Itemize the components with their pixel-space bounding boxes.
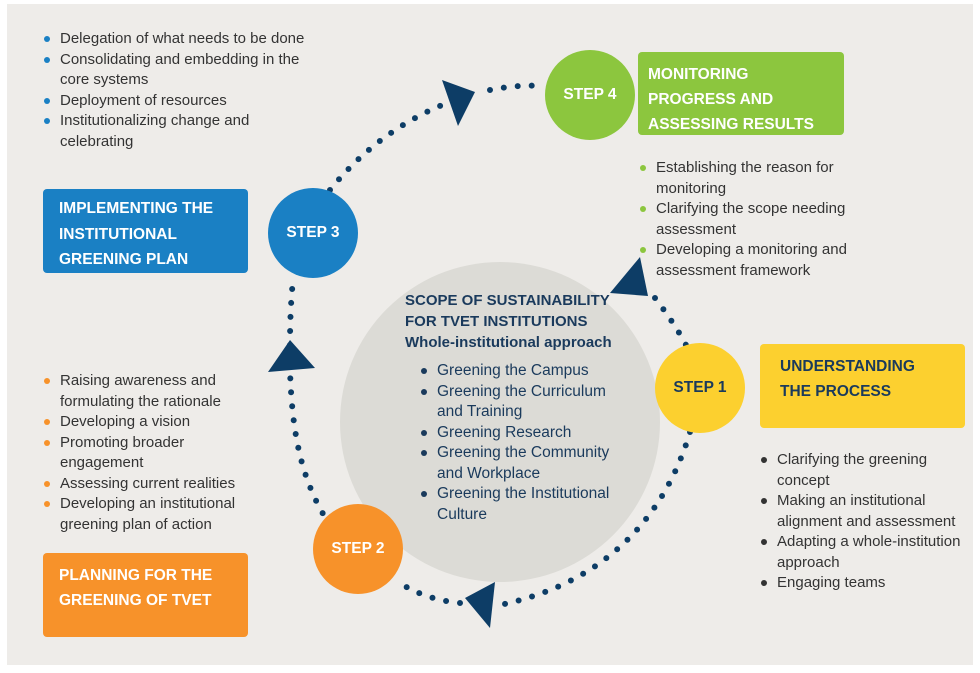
list-item: Deployment of resources [43, 91, 318, 112]
step-4-title-box: MONITORING PROGRESS AND ASSESSING RESULT… [638, 52, 844, 135]
core-circle [340, 262, 660, 582]
step-2-title-box: PLANNING FOR THE GREENING OF TVET [43, 553, 248, 637]
list-item: Developing a monitoring and assessment f… [639, 240, 869, 281]
list-item: Promoting broader engagement [43, 433, 263, 474]
list-item: Clarifying the scope needing assessment [639, 199, 869, 240]
step-1-list: Clarifying the greening concept Making a… [760, 450, 970, 594]
step-1-label: STEP 1 [673, 379, 727, 396]
step-2-list: Raising awareness and formulating the ra… [43, 371, 263, 535]
scope-title: SCOPE OF SUSTAINABILITY [405, 292, 610, 309]
step-1-title: UNDERSTANDING THE PROCESS [780, 358, 915, 400]
list-item: Clarifying the greening concept [760, 450, 970, 491]
list-item: Developing an institutional greening pla… [43, 494, 263, 535]
list-item: Adapting a whole-institution approach [760, 532, 970, 573]
step-3-label: STEP 3 [286, 224, 340, 241]
list-item: Developing a vision [43, 412, 263, 433]
step-2-circle: STEP 2 [313, 504, 403, 594]
list-item: Greening the Curriculum and Training [420, 382, 620, 423]
step-4-circle: STEP 4 [545, 50, 635, 140]
list-item: Assessing current realities [43, 474, 263, 495]
step-2-label: STEP 2 [331, 540, 385, 557]
list-item: Making an institutional alignment and as… [760, 491, 970, 532]
list-item: Engaging teams [760, 573, 970, 594]
list-item: Greening Research [420, 423, 620, 444]
arrow-step1-to-2 [465, 582, 495, 628]
step-1-circle: STEP 1 [655, 343, 745, 433]
scope-subtitle: Whole-institutional approach [405, 334, 612, 351]
step-2-title: PLANNING FOR THE GREENING OF TVET [59, 567, 213, 609]
step-3-title-box: IMPLEMENTING THE INSTITUTIONAL GREENING … [43, 189, 248, 273]
step-4-label: STEP 4 [563, 86, 617, 103]
step-4-list: Establishing the reason for monitoring C… [639, 158, 869, 281]
list-item: Consolidating and embedding in the core … [43, 50, 318, 91]
scope-panel: SCOPE OF SUSTAINABILITY FOR TVET INSTITU… [405, 290, 620, 525]
arrow-step3-to-4 [442, 80, 475, 126]
step-3-title: IMPLEMENTING THE INSTITUTIONAL GREENING … [59, 200, 214, 268]
step-1-title-box: UNDERSTANDING THE PROCESS [760, 344, 965, 428]
list-item: Institutionalizing change and celebratin… [43, 111, 318, 152]
list-item: Raising awareness and formulating the ra… [43, 371, 263, 412]
step-3-list: Delegation of what needs to be done Cons… [43, 29, 318, 152]
arrow-step1-to-4 [610, 257, 648, 296]
arrow-step2-to-3 [268, 340, 315, 372]
list-item: Delegation of what needs to be done [43, 29, 318, 50]
scope-list: Greening the Campus Greening the Curricu… [420, 361, 620, 525]
cycle-dotted-path [287, 82, 693, 608]
step-3-circle: STEP 3 [268, 188, 358, 278]
list-item: Establishing the reason for monitoring [639, 158, 869, 199]
list-item: Greening the Institutional Culture [420, 484, 620, 525]
list-item: Greening the Community and Workplace [420, 443, 620, 484]
scope-title-line2: FOR TVET INSTITUTIONS [405, 313, 588, 330]
step-4-title: MONITORING PROGRESS AND ASSESSING RESULT… [648, 66, 814, 133]
list-item: Greening the Campus [420, 361, 620, 382]
